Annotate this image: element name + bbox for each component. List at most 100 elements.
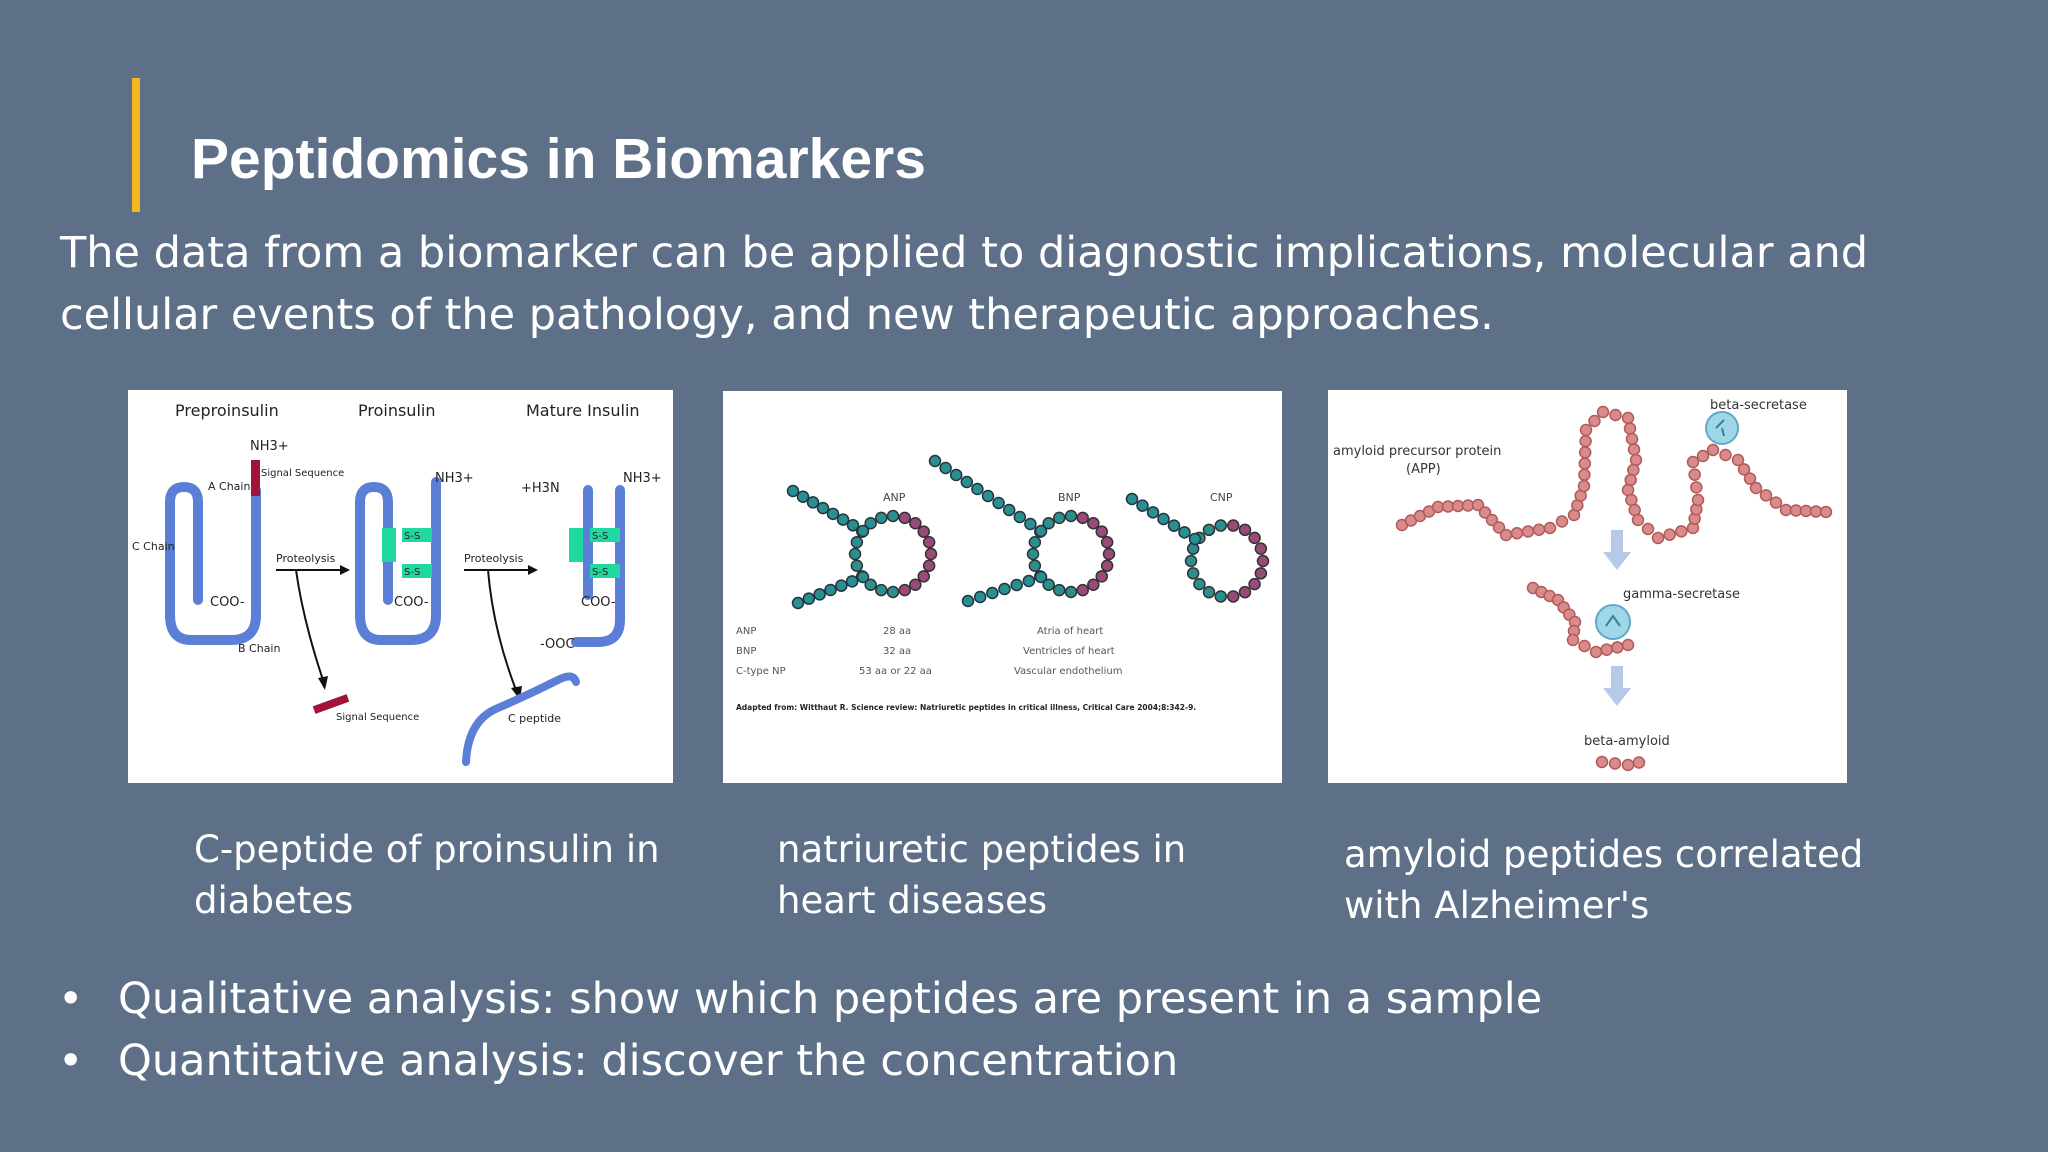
bead [1188,532,1202,546]
bead [1238,585,1252,599]
bead [1588,414,1601,428]
bead [1663,528,1676,541]
table-cell: BNP [736,646,756,657]
bead [1623,422,1637,435]
bead [1485,513,1499,527]
bead [1719,448,1732,462]
bead [1076,511,1089,525]
bead [1521,525,1535,538]
bead [1214,519,1227,532]
bead [1178,526,1191,539]
bead [1566,633,1580,647]
bead [886,585,900,599]
table-cell: Vascular endothelium [1014,666,1122,677]
bead [1621,638,1635,652]
bead [1737,463,1751,476]
bead [1621,411,1635,425]
bead [1578,468,1591,482]
bead [850,559,864,572]
bead [898,583,911,597]
bead [1102,547,1116,561]
table-cell: Ventricles of heart [1023,646,1115,657]
table-cell: 53 aa or 22 aa [859,666,932,677]
bead [1034,570,1048,584]
natriuretic-bead-structures [786,454,1270,610]
bead [1579,434,1592,448]
bead [939,461,952,475]
bead [1136,499,1149,512]
bead [806,496,820,509]
bead [928,454,942,468]
natriuretic-figure: ANP BNP CNP ANP 28 aa Atria of heart BNP… [723,391,1282,783]
bead [922,536,936,549]
bead [1042,578,1055,591]
bullet-icon: • [58,1036,84,1086]
table-cell: 28 aa [883,626,911,637]
bead [1492,521,1506,534]
proteolysis-label-1: Proteolysis [276,552,336,565]
bead [1157,512,1170,526]
natriuretic-table: ANP 28 aa Atria of heart BNP 32 aa Ventr… [736,626,1122,677]
bead [1651,531,1665,545]
a-chain-label: A Chain [208,480,250,493]
bead [1608,757,1622,770]
slide-title: Peptidomics in Biomarkers [191,127,926,191]
bead [1577,479,1591,493]
bead [1578,457,1592,470]
bead [1471,498,1485,512]
table-cell: Atria of heart [1037,626,1103,637]
bead [1510,527,1524,540]
proteolysis-label-2: Proteolysis [464,552,524,565]
bead [1749,481,1763,495]
bead [875,511,888,525]
bead [1675,525,1688,538]
coo-label-1: COO- [210,595,245,610]
bullet-item: •Qualitative analysis: show which peptid… [58,968,1542,1030]
bead [802,592,816,605]
bead [1579,423,1593,437]
bead [816,501,830,515]
bead [824,583,837,597]
bead [1248,577,1261,591]
bead [971,482,984,496]
bead [1625,432,1639,446]
cnp-label: CNP [1210,491,1233,504]
bead [1146,506,1160,519]
bead [1064,509,1078,523]
app-label-line2: (APP) [1406,462,1441,477]
bead [1499,528,1513,542]
bead [1076,583,1089,597]
coo-label-3: COO- [581,595,616,610]
bead [845,575,859,588]
bead [856,524,870,538]
bead [1125,492,1139,506]
bead [1627,463,1640,477]
proinsulin-chain [355,477,441,645]
bead [886,509,900,523]
bead [1743,472,1757,485]
amyloid-figure: amyloid precursor protein (APP) beta-sec… [1328,390,1847,783]
bead [1028,559,1042,572]
mature-insulin-label: Mature Insulin [526,401,640,420]
bead [924,547,938,561]
bead [1053,511,1066,525]
bead [850,536,864,549]
bead [1819,505,1833,519]
bead [1100,559,1114,572]
bullet-text: Qualitative analysis: show which peptide… [118,974,1543,1024]
c-chain-label: C Chain [132,540,175,553]
bead [1629,453,1643,467]
bead [1769,496,1783,509]
bead [1532,523,1546,536]
bullet-list: • Qualitative analysis: show which peptid… [58,968,1542,1092]
bead [791,596,805,610]
app-label-line1: amyloid precursor protein [1333,444,1501,459]
natriuretic-diagram: ANP BNP CNP ANP 28 aa Atria of heart BNP… [736,454,1270,712]
preproinsulin-chain [165,460,261,645]
bead [1202,585,1216,599]
bead [986,586,999,600]
bead [1731,453,1745,467]
bead [1238,523,1252,537]
bead [1627,443,1641,456]
bead [1024,517,1037,531]
